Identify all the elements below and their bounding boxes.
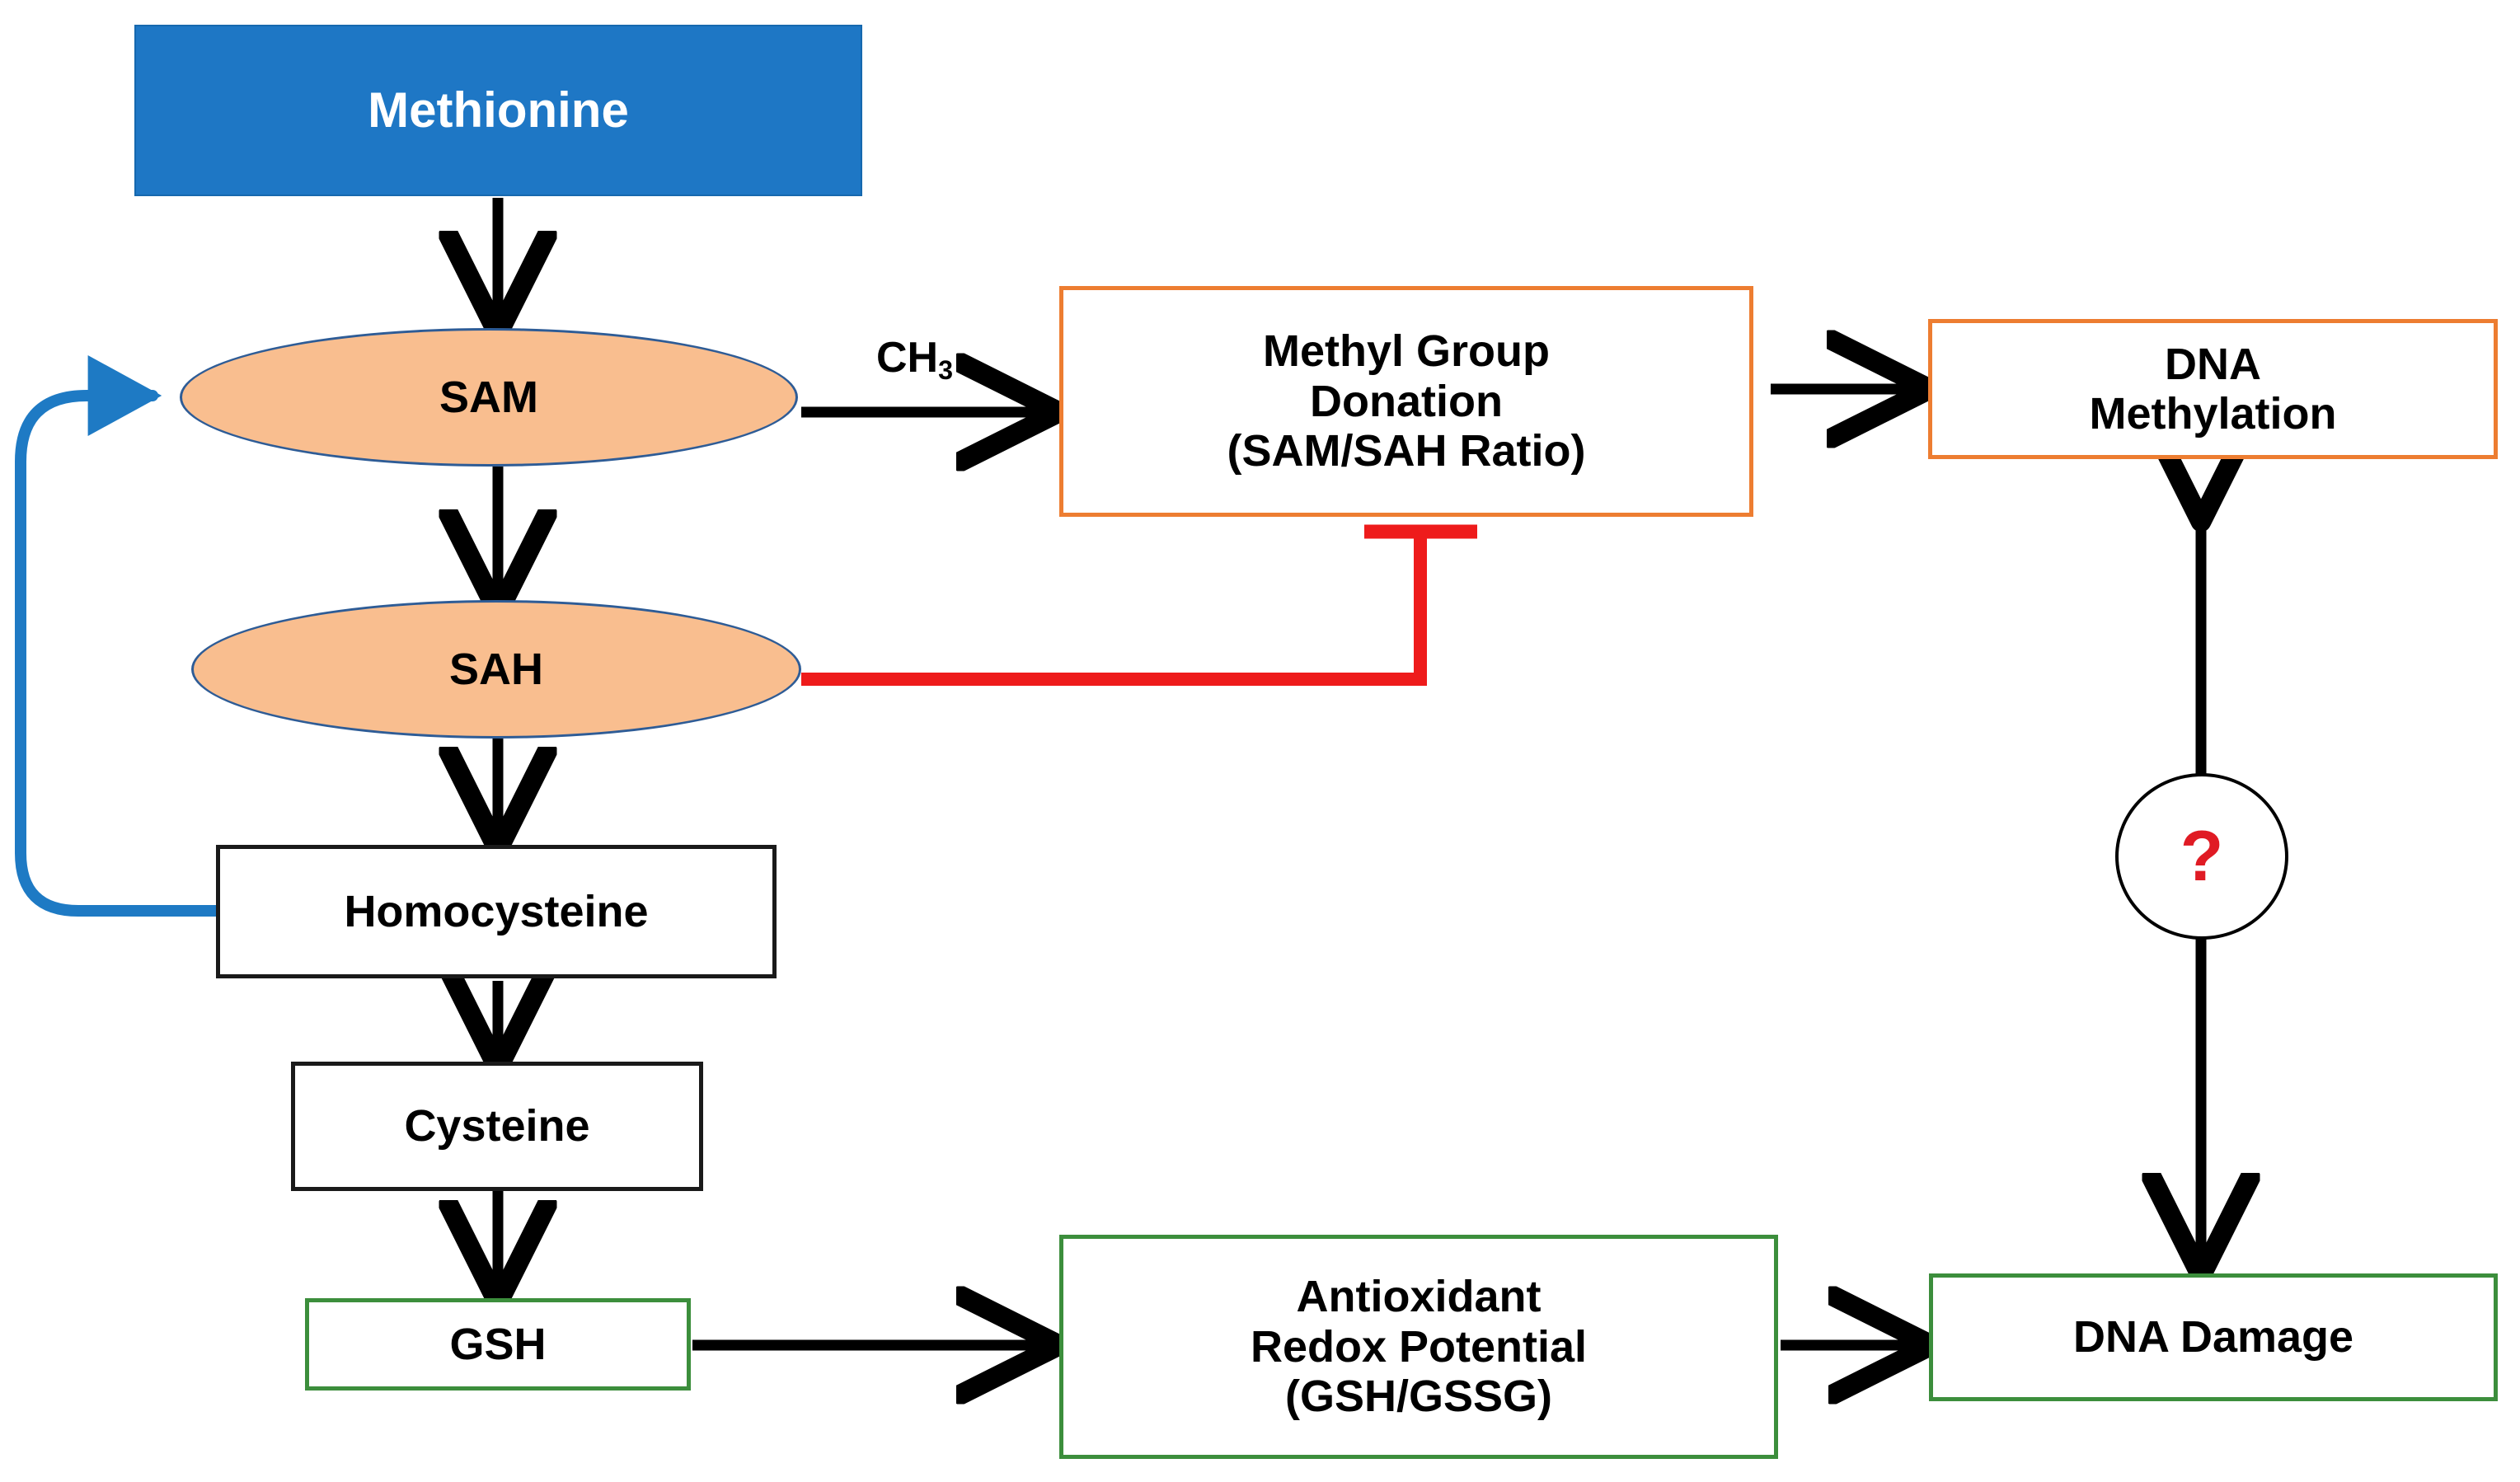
ch3-label-subscript: 3 [938, 355, 954, 386]
node-dna-damage[interactable]: DNA Damage [1929, 1273, 2498, 1401]
node-homocysteine-label: Homocysteine [344, 886, 649, 936]
ch3-label: CH3 [876, 333, 954, 386]
node-gsh[interactable]: GSH [305, 1298, 691, 1391]
node-methyl-group-donation-line1: Methyl Group [1263, 326, 1550, 377]
node-gsh-label: GSH [449, 1319, 547, 1369]
node-methionine[interactable]: Methionine [134, 25, 862, 196]
ch3-label-base: CH [876, 334, 939, 382]
node-dna-damage-label: DNA Damage [2072, 1312, 2354, 1362]
node-methyl-group-donation-line3: (SAM/SAH Ratio) [1227, 426, 1586, 476]
node-antioxidant-redox-potential[interactable]: Antioxidant Redox Potential (GSH/GSSG) [1059, 1235, 1778, 1459]
node-dna-methylation-line1: DNA [2165, 339, 2261, 389]
node-dna-methylation[interactable]: DNA Methylation [1928, 319, 2498, 459]
question-mark-label: ? [2180, 816, 2224, 896]
node-cysteine-label: Cysteine [404, 1101, 590, 1151]
node-sah[interactable]: SAH [191, 600, 801, 739]
node-sam-label: SAM [439, 372, 538, 422]
node-cysteine[interactable]: Cysteine [291, 1062, 703, 1191]
node-homocysteine[interactable]: Homocysteine [216, 845, 777, 978]
node-methionine-label: Methionine [368, 82, 629, 138]
node-antioxidant-redox-potential-line3: (GSH/GSSG) [1284, 1372, 1553, 1422]
node-sah-label: SAH [448, 644, 543, 694]
node-sam[interactable]: SAM [180, 328, 798, 467]
edge-homocysteine-to-sam-feedback [15, 355, 222, 917]
node-methyl-group-donation-line2: Donation [1310, 376, 1503, 426]
node-antioxidant-redox-potential-line1: Antioxidant [1296, 1272, 1542, 1322]
node-dna-methylation-line2: Methylation [2089, 389, 2337, 439]
node-methyl-group-donation[interactable]: Methyl Group Donation (SAM/SAH Ratio) [1059, 286, 1753, 517]
question-mark-marker: ? [2115, 773, 2288, 940]
node-antioxidant-redox-potential-line2: Redox Potential [1250, 1321, 1588, 1372]
edge-sah-inhibits-methyl-donation [801, 528, 1427, 686]
